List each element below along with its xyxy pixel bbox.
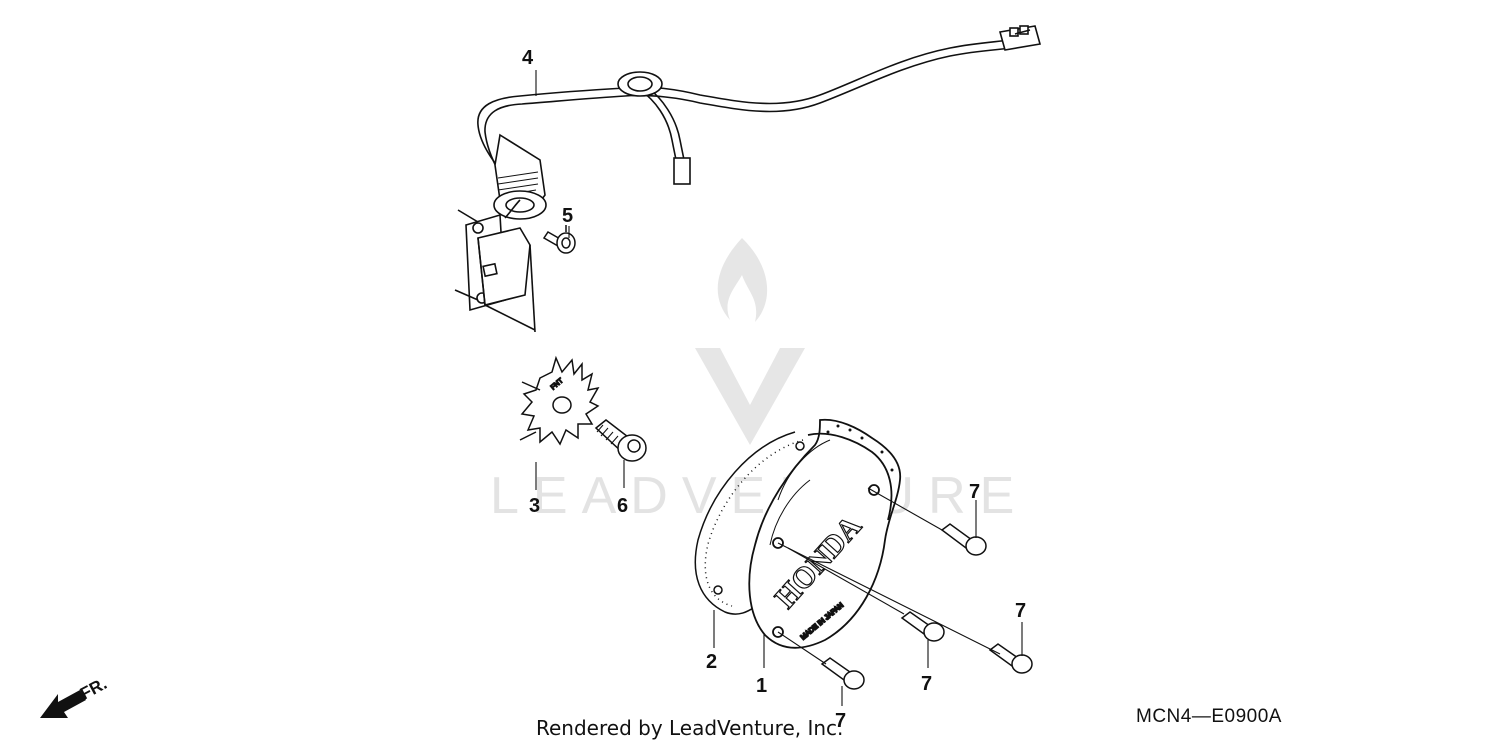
front-arrow: FR. [40, 674, 110, 718]
callout-7c[interactable]: 7 [921, 673, 932, 695]
bolt-7a [940, 523, 987, 556]
rendered-by-text: Rendered by LeadVenture, Inc. [536, 716, 844, 740]
callout-7a[interactable]: 7 [969, 481, 980, 503]
gasket [694, 431, 805, 631]
callout-6[interactable]: 6 [617, 495, 628, 517]
bolt-7c [988, 643, 1033, 674]
flame-logo [717, 238, 768, 322]
callout-2[interactable]: 2 [706, 651, 717, 673]
rotor-plate: FNT [519, 355, 600, 446]
callout-4[interactable]: 4 [522, 47, 534, 69]
pulser-unit [454, 199, 536, 333]
bolt-7d [820, 657, 865, 690]
leader-lines [535, 70, 1023, 706]
callout-5[interactable]: 5 [562, 205, 573, 227]
watermark-text: LEADVENTURE [490, 467, 1028, 525]
wire-harness [477, 25, 1042, 220]
callout-3[interactable]: 3 [529, 495, 540, 517]
callout-7d[interactable]: 7 [835, 710, 846, 732]
callouts: 4 5 3 6 2 1 7 7 7 7 [522, 47, 1026, 732]
callout-1[interactable]: 1 [756, 675, 767, 697]
diagram-code: MCN4—E0900A [1136, 706, 1282, 727]
v-logo [695, 348, 805, 445]
screw-5 [542, 225, 576, 254]
bolt-7b [900, 611, 945, 642]
leadventure-watermark: LEADVENTURE [490, 238, 1028, 525]
crankcase-cover: HONDA MADE IN JAPAN [748, 418, 901, 649]
bolt-6 [594, 419, 647, 462]
callout-7b[interactable]: 7 [1015, 600, 1026, 622]
arrow-left-icon [40, 690, 86, 718]
